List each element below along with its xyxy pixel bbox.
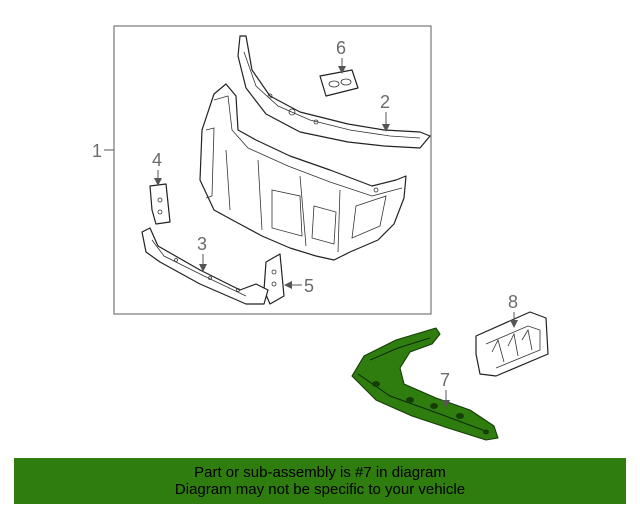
callout-7[interactable]: 7 (440, 370, 450, 408)
callout-1-label: 1 (92, 141, 102, 161)
callout-4[interactable]: 4 (152, 150, 162, 186)
callout-5[interactable]: 5 (284, 276, 314, 296)
callout-8[interactable]: 8 (508, 292, 518, 328)
info-banner: Part or sub-assembly is #7 in diagram Di… (14, 458, 626, 504)
callout-4-label: 4 (152, 150, 162, 170)
assembly-frame (113, 25, 432, 315)
side-bracket-right (263, 253, 285, 305)
callout-7-label: 7 (440, 370, 450, 390)
callout-6[interactable]: 6 (336, 38, 346, 74)
parts-diagram: 1 (92, 25, 549, 441)
callout-1[interactable]: 1 (92, 141, 114, 161)
callout-3-label: 3 (197, 234, 207, 254)
callout-2-label: 2 (380, 92, 390, 112)
deflector-bracket (475, 311, 549, 377)
callout-3[interactable]: 3 (197, 234, 207, 272)
callout-5-label: 5 (304, 276, 314, 296)
banner-line-1: Part or sub-assembly is #7 in diagram (194, 464, 446, 481)
upper-tie-bar (237, 35, 431, 149)
radiator-support-body (199, 83, 407, 261)
callout-2[interactable]: 2 (380, 92, 390, 132)
pad-bracket (319, 69, 359, 97)
under-cover-highlighted[interactable] (351, 327, 499, 441)
banner-line-2: Diagram may not be specific to your vehi… (174, 481, 466, 498)
lower-tie-bar (141, 227, 269, 305)
callout-6-label: 6 (336, 38, 346, 58)
side-bracket-left (149, 183, 171, 225)
callout-8-label: 8 (508, 292, 518, 312)
